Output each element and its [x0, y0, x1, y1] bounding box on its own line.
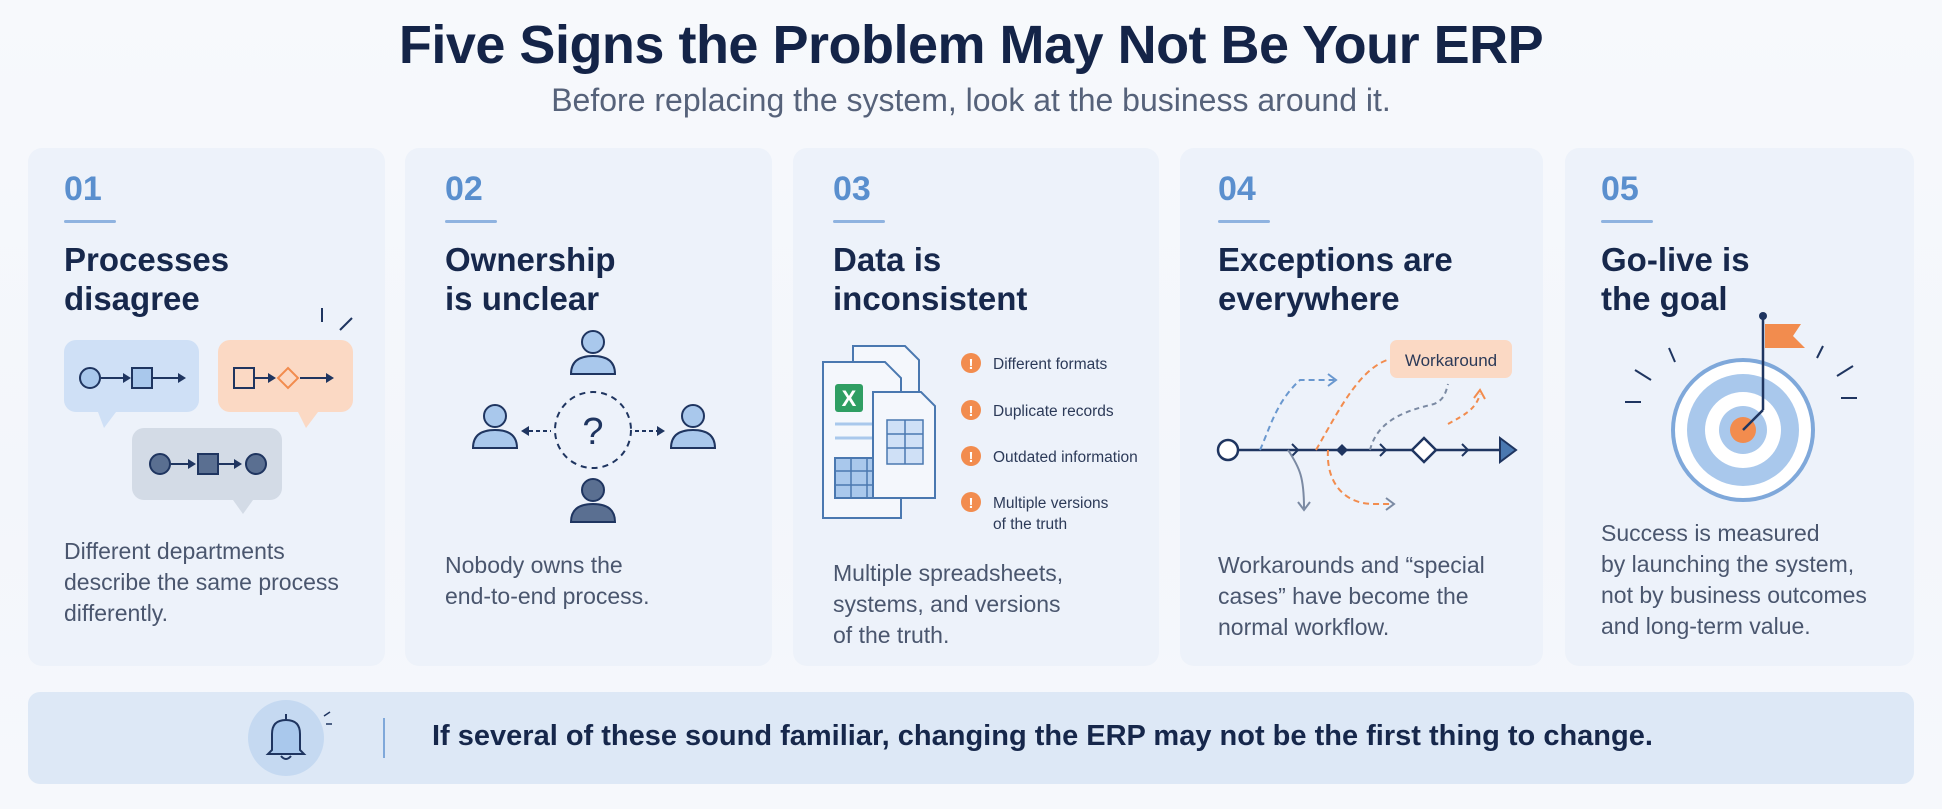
desc-line: Workarounds and “special — [1218, 552, 1485, 578]
alert-icon: ! — [969, 495, 974, 512]
card-number: 05 — [1601, 170, 1639, 208]
card-number: 03 — [833, 170, 871, 208]
card-number: 04 — [1218, 170, 1256, 208]
card-title-line: everywhere — [1218, 280, 1400, 317]
card-title-line: Data is — [833, 241, 942, 278]
issue-label: Different formats — [993, 356, 1108, 373]
card-number: 02 — [445, 170, 483, 208]
card-title-line: Ownership — [445, 241, 616, 278]
spreadsheets-icon: X ! ! ! ! Different formats Duplicate re… — [822, 345, 1138, 533]
card-description: Multiple spreadsheets, systems, and vers… — [833, 558, 1063, 651]
divider — [445, 220, 497, 223]
bell-icon — [265, 714, 307, 760]
desc-line: end-to-end process. — [445, 583, 650, 609]
page-title: Five Signs the Problem May Not Be Your E… — [398, 15, 1544, 75]
workaround-tag: Workaround — [1405, 351, 1497, 370]
issue-label: Duplicate records — [993, 403, 1114, 420]
desc-line: cases” have become the — [1218, 583, 1469, 609]
card-title: Processes disagree — [64, 240, 229, 318]
desc-line: systems, and versions — [833, 591, 1061, 617]
card-title-line: is unclear — [445, 280, 600, 317]
target-flag-icon — [1625, 312, 1857, 502]
excel-letter: X — [842, 386, 857, 411]
card-data-inconsistent: 03 Data is inconsistent X ! ! ! ! Differ… — [793, 148, 1159, 666]
desc-line: Success is measured — [1601, 520, 1820, 546]
card-title-line: Processes — [64, 241, 230, 278]
desc-line: of the truth. — [833, 622, 950, 648]
desc-line: describe the same process — [64, 569, 339, 595]
card-number: 01 — [64, 170, 102, 208]
desc-line: by launching the system, — [1601, 551, 1855, 577]
divider — [1218, 220, 1270, 223]
desc-line: Multiple spreadsheets, — [833, 560, 1064, 586]
desc-line: differently. — [64, 600, 168, 626]
desc-line: and long-term value. — [1601, 613, 1811, 639]
card-description: Nobody owns the end-to-end process. — [445, 550, 650, 612]
desc-line: Different departments — [64, 538, 285, 564]
alert-icon: ! — [969, 403, 974, 420]
process-flow-bubbles-icon — [64, 308, 353, 514]
card-title: Data is inconsistent — [833, 240, 1027, 318]
banner-graphics — [248, 700, 385, 776]
alert-icon: ! — [969, 356, 974, 373]
ownership-people-icon: ? — [471, 330, 717, 523]
card-title: Go-live is the goal — [1601, 240, 1750, 318]
card-description: Success is measured by launching the sys… — [1601, 518, 1867, 642]
callout-text: If several of these sound familiar, chan… — [432, 720, 1653, 752]
card-description: Different departments describe the same … — [64, 536, 339, 629]
question-mark: ? — [582, 411, 603, 453]
workaround-flow-icon: Workaround — [1216, 340, 1518, 512]
card-title-line: Go-live is — [1601, 241, 1750, 278]
card-title-line: inconsistent — [833, 280, 1028, 317]
desc-line: not by business outcomes — [1601, 582, 1867, 608]
callout-banner: If several of these sound familiar, chan… — [28, 692, 1914, 784]
alert-icon: ! — [969, 449, 974, 466]
desc-line: Nobody owns the — [445, 552, 623, 578]
card-title-line: Exceptions are — [1218, 241, 1453, 278]
card-title-line: the goal — [1601, 280, 1728, 317]
issue-label: Multiple versions — [993, 495, 1109, 512]
issue-label: Outdated information — [993, 449, 1138, 466]
card-processes-disagree: 01 Processes disagree — [28, 148, 385, 666]
card-exceptions-everywhere: 04 Exceptions are everywhere Workaround … — [1180, 148, 1543, 666]
issue-label: of the truth — [993, 516, 1067, 533]
desc-line: normal workflow. — [1218, 614, 1390, 640]
card-golive-goal: 05 Go-live is the goal Success is measur… — [1565, 148, 1914, 666]
card-title-line: disagree — [64, 280, 200, 317]
card-ownership-unclear: 02 Ownership is unclear ? Nobody owns th… — [405, 148, 772, 666]
card-description: Workarounds and “special cases” have bec… — [1218, 550, 1485, 643]
divider — [64, 220, 116, 223]
divider — [833, 220, 885, 223]
card-title: Exceptions are everywhere — [1218, 240, 1453, 318]
divider — [1601, 220, 1653, 223]
page-subtitle: Before replacing the system, look at the… — [551, 82, 1391, 118]
card-title: Ownership is unclear — [445, 240, 616, 318]
